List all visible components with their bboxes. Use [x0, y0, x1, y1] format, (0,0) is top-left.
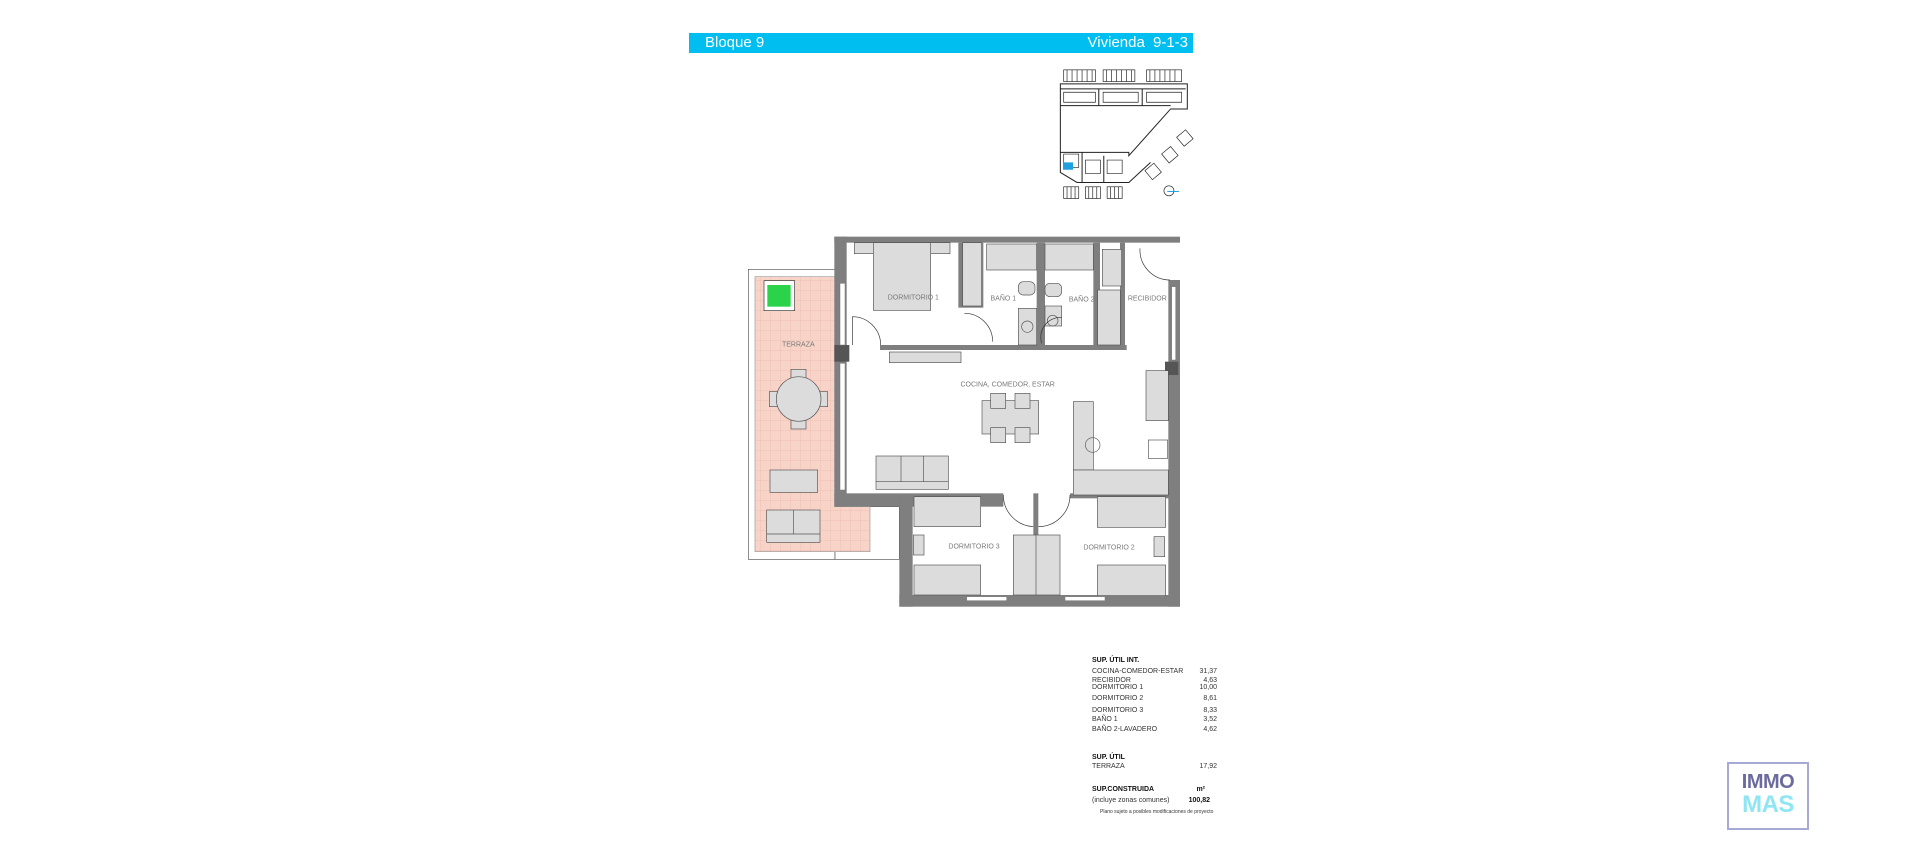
row-value: 4,62 — [1203, 726, 1217, 733]
terrace-furniture — [766, 369, 828, 543]
logo-line2: MAS — [1742, 791, 1794, 818]
room-label-recibidor: RECIBIDOR — [1128, 295, 1167, 302]
row-value: 17,92 — [1199, 763, 1217, 770]
row-value: 3,52 — [1203, 716, 1217, 723]
row-room: DORMITORIO 1 — [1092, 684, 1144, 691]
room-label-bano-1: BAÑO 1 — [990, 293, 1016, 302]
row-room: COCINA-COMEDOR-ESTAR — [1092, 668, 1184, 675]
doors — [852, 248, 1171, 527]
row-value: 4,63 — [1203, 677, 1217, 684]
built-unit: m² — [1196, 786, 1205, 793]
key-plan — [1059, 69, 1194, 199]
row-room: DORMITORIO 3 — [1092, 707, 1144, 714]
building-outline — [1059, 83, 1188, 183]
row-room: BAÑO 2-LAVADERO — [1092, 726, 1158, 733]
floor-plan: DORMITORIO 1 BAÑO 1 BAÑO 2 RECIBIDOR TER… — [748, 236, 1180, 607]
planter — [763, 280, 795, 311]
row-room: RECIBIDOR — [1092, 677, 1131, 684]
north-arrow-icon — [1163, 185, 1175, 197]
block-label: Bloque 9 — [705, 34, 765, 51]
highlighted-unit — [1063, 162, 1074, 170]
logo-line1: IMMO — [1741, 771, 1795, 793]
footnote: Plano sujeto a posibles modificaciones d… — [1100, 809, 1214, 815]
row-value: 8,61 — [1203, 695, 1217, 702]
unit-label: Vivienda 9-1-3 — [1087, 34, 1188, 51]
interior-title: SUP. ÚTIL INT. — [1092, 657, 1140, 664]
room-label-cocina: COCINA, COMEDOR, ESTAR — [960, 382, 1054, 389]
immomas-logo: IMMO MAS — [1727, 762, 1809, 830]
built-note: (incluye zonas comunes) — [1092, 797, 1170, 804]
room-label-dormitorio-1: DORMITORIO 1 — [888, 294, 939, 301]
row-value: 10,00 — [1199, 684, 1217, 691]
row-value: 31,37 — [1199, 668, 1217, 675]
room-label-terraza: TERRAZA — [782, 341, 815, 348]
row-room: BAÑO 1 — [1092, 716, 1118, 723]
room-label-dormitorio-3: DORMITORIO 3 — [948, 544, 999, 551]
room-label-dormitorio-2: DORMITORIO 2 — [1083, 544, 1134, 551]
built-title: SUP.CONSTRUIDA — [1092, 786, 1155, 793]
row-value: 8,33 — [1203, 707, 1217, 714]
parking-icons — [1063, 69, 1194, 199]
furniture — [854, 242, 1169, 596]
row-room: TERRAZA — [1092, 763, 1125, 770]
row-room: DORMITORIO 2 — [1092, 695, 1144, 702]
room-labels: DORMITORIO 1 BAÑO 1 BAÑO 2 RECIBIDOR TER… — [782, 293, 1167, 551]
room-label-bano-2: BAÑO 2 — [1069, 294, 1095, 303]
built-value: 100,82 — [1188, 797, 1210, 804]
header-bar: Bloque 9 Vivienda 9-1-3 — [689, 33, 1193, 53]
util-title: SUP. ÚTIL — [1092, 754, 1125, 761]
